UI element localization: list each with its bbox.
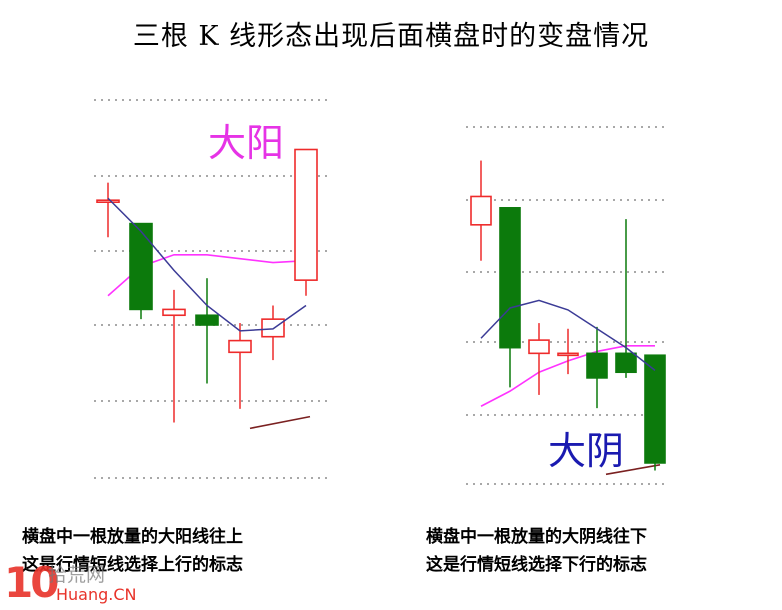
ma-short-line — [107, 197, 307, 332]
candle-body-up — [162, 308, 186, 317]
candle-body-up — [528, 339, 550, 355]
candle-body-up — [557, 352, 579, 357]
right-candlestick-chart — [470, 160, 666, 476]
watermark-logo-number: 10 — [4, 558, 59, 607]
candle-body-up — [96, 199, 120, 203]
candle-body-up — [228, 339, 252, 354]
candle-body-up — [294, 148, 318, 281]
grid-lines — [94, 99, 668, 485]
left-candlestick-chart — [96, 148, 318, 430]
site-watermark: 10 拾荒网 Huang.CN — [0, 556, 160, 610]
candle-body-down — [586, 352, 608, 379]
candle-body-down — [129, 222, 153, 311]
candle-body-up — [261, 318, 285, 338]
big-yang-label: 大阳 — [208, 121, 285, 165]
left-caption-line1: 横盘中一根放量的大阳线往上 — [22, 527, 243, 547]
page-title: 三根 K 线形态出现后面横盘时的变盘情况 — [132, 21, 650, 52]
ma-short-line — [480, 299, 656, 371]
right-caption-line1: 横盘中一根放量的大阴线往下 — [426, 527, 647, 547]
right-caption: 横盘中一根放量的大阴线往下 这是行情短线选择下行的标志 — [426, 523, 647, 579]
right-caption-line2: 这是行情短线选择下行的标志 — [426, 555, 647, 575]
watermark-logo-url: Huang.CN — [56, 585, 137, 604]
candle-body-up — [470, 195, 492, 226]
ma-other-line — [249, 415, 311, 430]
candle-body-down — [195, 314, 219, 326]
ma-other-line — [605, 464, 661, 476]
big-yin-label: 大阴 — [548, 429, 625, 473]
candle-body-down — [615, 352, 637, 374]
candle-body-down — [644, 354, 666, 464]
left-caption-line2: 这是行情短线选择上行的标志 — [22, 555, 243, 575]
candle-body-down — [499, 207, 521, 349]
left-caption: 横盘中一根放量的大阳线往上 这是行情短线选择上行的标志 — [22, 523, 243, 579]
watermark-logo-cn: 拾荒网 — [48, 564, 106, 586]
